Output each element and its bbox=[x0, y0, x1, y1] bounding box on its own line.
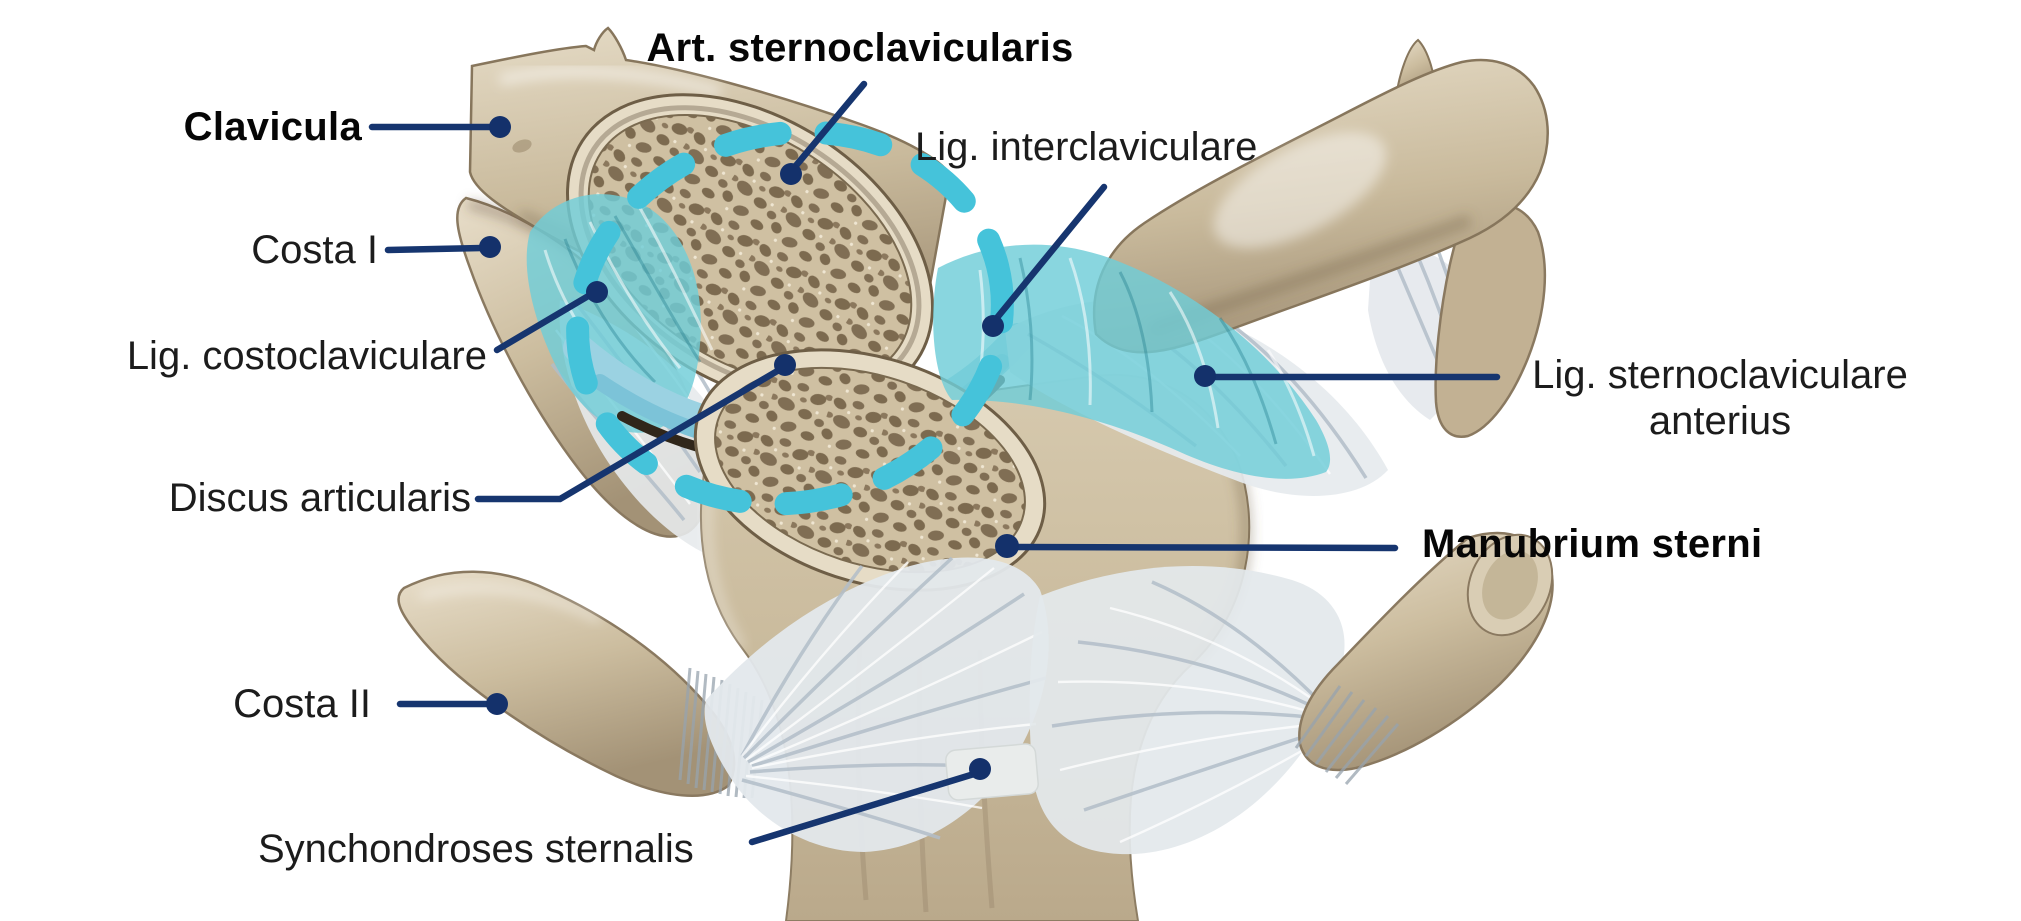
leader-lig-costoclaviculare bbox=[493, 281, 608, 354]
label-lig-sternoclaviculare-anterius-line2: anterius bbox=[1648, 399, 1792, 443]
label-manubrium-sterni: Manubrium sterni bbox=[1422, 522, 1763, 566]
label-lig-sternoclaviculare-anterius: Lig. sternoclaviculare anterius bbox=[1440, 352, 2000, 444]
right-costa-two-bone bbox=[1294, 531, 1554, 785]
leader-costa-one bbox=[384, 236, 501, 258]
label-lig-interclaviculare: Lig. interclaviculare bbox=[915, 125, 1258, 169]
synchondrosis-patch bbox=[945, 743, 1039, 801]
label-lig-sternoclaviculare-anterius-line1: Lig. sternoclaviculare bbox=[1532, 353, 1908, 397]
leader-synchondroses bbox=[748, 758, 991, 846]
lig-sternoclaviculare-highlight bbox=[933, 244, 1331, 479]
leader-lig-sternoclaviculare-anterius bbox=[1194, 365, 1501, 387]
leader-manubrium-sterni bbox=[995, 534, 1399, 558]
label-synchondroses-sternalis: Synchondroses sternalis bbox=[258, 827, 694, 871]
right-clavicula-bone bbox=[1092, 38, 1549, 354]
costa-two-bone bbox=[397, 570, 764, 799]
label-lig-costoclaviculare: Lig. costoclaviculare bbox=[126, 334, 487, 378]
joint-dashed-circle bbox=[566, 120, 1014, 516]
label-costa-one: Costa I bbox=[251, 228, 378, 272]
leader-costa-two bbox=[396, 693, 508, 715]
leader-lig-interclaviculare bbox=[982, 183, 1108, 337]
right-radiate-ligament-fan bbox=[1029, 566, 1345, 855]
label-discus-articularis: Discus articularis bbox=[168, 476, 471, 520]
leader-art-sternoclavicularis bbox=[780, 80, 868, 185]
leader-lines bbox=[368, 80, 1501, 846]
leader-discus-articularis bbox=[474, 354, 796, 503]
label-clavicula: Clavicula bbox=[183, 105, 362, 149]
leader-clavicula bbox=[368, 116, 511, 138]
label-art-sternoclavicularis: Art. sternoclavicularis bbox=[646, 26, 1074, 70]
label-costa-two: Costa II bbox=[233, 682, 371, 726]
